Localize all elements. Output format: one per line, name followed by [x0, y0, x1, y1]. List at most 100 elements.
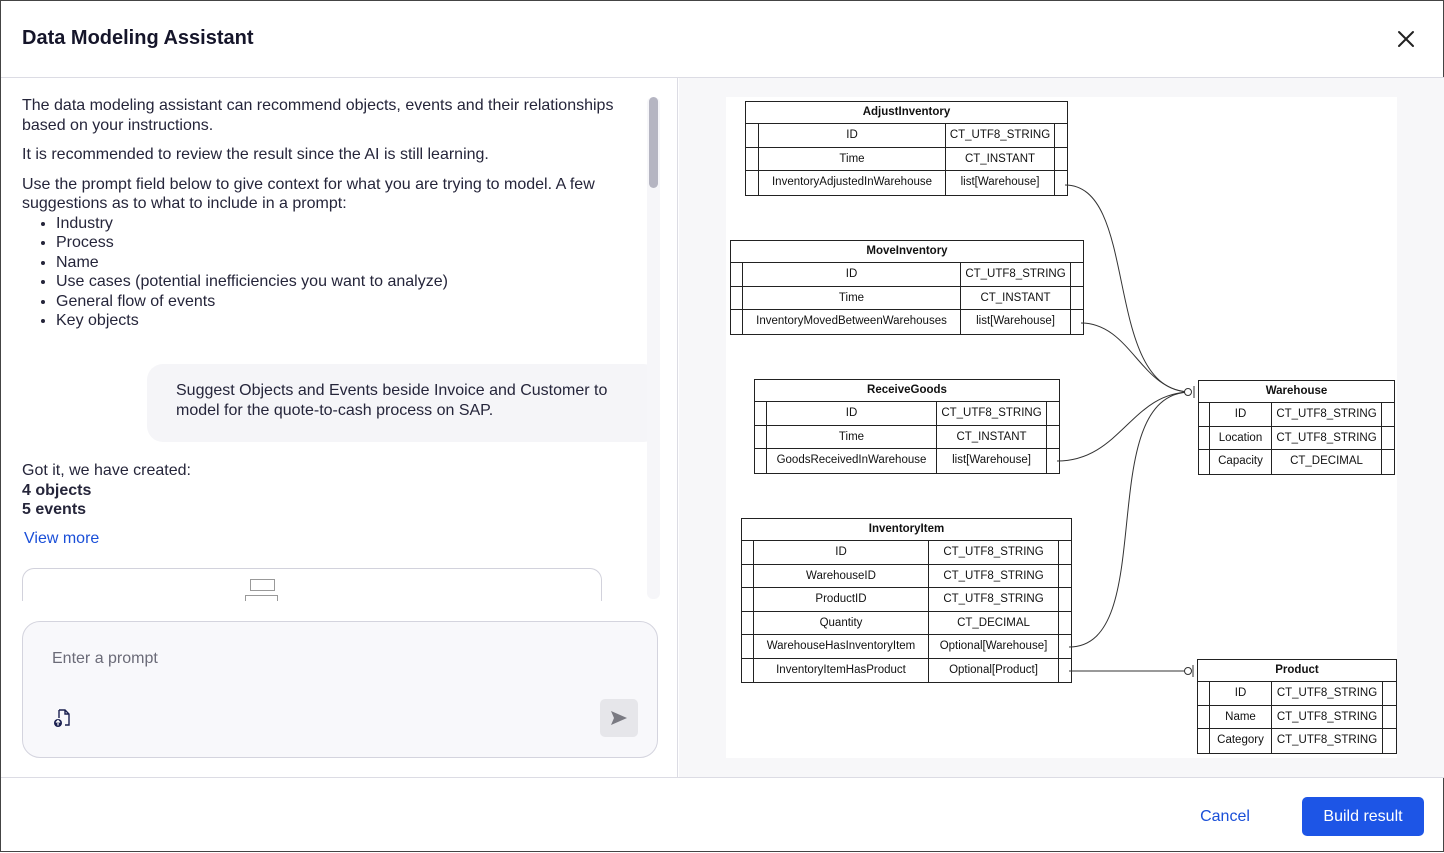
- note-text: It is recommended to review the result s…: [22, 146, 489, 163]
- field-type: CT_UTF8_STRING: [961, 263, 1071, 286]
- row-strip: [1047, 449, 1058, 473]
- row-strip: [1383, 682, 1395, 705]
- field-type: CT_DECIMAL: [1272, 450, 1382, 474]
- field-type: CT_UTF8_STRING: [1272, 705, 1383, 728]
- row-strip: [1059, 635, 1070, 658]
- send-button[interactable]: [600, 699, 638, 737]
- close-icon[interactable]: [1394, 27, 1418, 51]
- suggest-text: Use the prompt field below to give conte…: [22, 175, 595, 213]
- send-icon: [611, 711, 627, 725]
- field-type: CT_UTF8_STRING: [946, 124, 1055, 147]
- field-name: Capacity: [1210, 450, 1272, 474]
- row-strip: [1382, 427, 1393, 450]
- suggestion-item: Process: [56, 233, 647, 253]
- row-strip: [1383, 706, 1395, 729]
- row-strip: [1047, 426, 1058, 449]
- user-message: Suggest Objects and Events beside Invoic…: [147, 364, 647, 442]
- field-type: CT_UTF8_STRING: [1272, 403, 1382, 426]
- thumbnail-table: [250, 579, 275, 591]
- field-type: Optional[Product]: [929, 658, 1059, 682]
- field-type: CT_UTF8_STRING: [929, 588, 1059, 611]
- cancel-button[interactable]: Cancel: [1181, 798, 1269, 836]
- row-strip: [1199, 403, 1210, 426]
- file-upload-icon[interactable]: [53, 708, 71, 728]
- chat-panel: The data modeling assistant can recommen…: [1, 78, 678, 777]
- field-type: CT_UTF8_STRING: [1272, 729, 1383, 753]
- field-name: ID: [767, 402, 937, 425]
- field-name: ID: [1210, 403, 1272, 426]
- field-name: Location: [1210, 426, 1272, 449]
- row-strip: [755, 402, 767, 425]
- row-strip: [1059, 659, 1070, 683]
- row-strip: [1198, 729, 1210, 753]
- suggestion-item: Use cases (potential inefficiencies you …: [56, 272, 647, 292]
- field-name: InventoryAdjustedInWarehouse: [759, 171, 946, 195]
- row-strip: [746, 124, 759, 147]
- row-strip: [1059, 612, 1070, 635]
- row-strip: [1059, 541, 1070, 564]
- field-name: InventoryMovedBetweenWarehouses: [743, 310, 961, 334]
- field-type: CT_UTF8_STRING: [1272, 682, 1383, 705]
- table-title: Warehouse: [1199, 381, 1394, 403]
- scrollbar-thumb[interactable]: [649, 97, 658, 188]
- field-name: Name: [1210, 705, 1272, 728]
- row-strip: [742, 658, 754, 682]
- row-strip: [1198, 682, 1210, 705]
- suggestion-list: Industry Process Name Use cases (potenti…: [56, 214, 647, 331]
- field-type: CT_DECIMAL: [929, 611, 1059, 634]
- row-strip: [742, 611, 754, 634]
- row-strip: [1383, 729, 1395, 753]
- row-strip: [1198, 705, 1210, 728]
- row-strip: [731, 310, 743, 334]
- objects-count: 4 objects: [22, 481, 92, 499]
- build-result-button[interactable]: Build result: [1302, 797, 1424, 836]
- row-strip: [1382, 403, 1393, 426]
- table-title: AdjustInventory: [746, 102, 1067, 124]
- field-type: list[Warehouse]: [937, 449, 1047, 473]
- row-strip: [742, 635, 754, 658]
- row-strip: [1059, 588, 1070, 611]
- field-name: GoodsReceivedInWarehouse: [767, 449, 937, 473]
- view-more-link[interactable]: View more: [24, 530, 100, 547]
- scrollbar-track[interactable]: [647, 97, 660, 599]
- prompt-input[interactable]: [52, 650, 612, 668]
- row-strip: [1055, 124, 1066, 147]
- field-name: ID: [1210, 682, 1272, 705]
- field-name: WarehouseID: [754, 564, 929, 587]
- prompt-box: [22, 621, 658, 758]
- events-count: 5 events: [22, 501, 87, 518]
- row-strip: [1199, 426, 1210, 449]
- row-strip: [1382, 450, 1393, 474]
- thumbnail-table: [245, 595, 278, 601]
- field-type: CT_UTF8_STRING: [1272, 426, 1382, 449]
- field-type: list[Warehouse]: [961, 310, 1071, 334]
- chat-history: The data modeling assistant can recommen…: [22, 96, 647, 601]
- row-strip: [731, 263, 743, 286]
- intro-text: The data modeling assistant can recommen…: [22, 97, 614, 134]
- dialog-footer: [1, 777, 1444, 853]
- table-title: ReceiveGoods: [755, 380, 1059, 402]
- diagram-thumbnail[interactable]: [22, 568, 602, 601]
- row-strip: [746, 147, 759, 170]
- row-strip: [1059, 565, 1070, 588]
